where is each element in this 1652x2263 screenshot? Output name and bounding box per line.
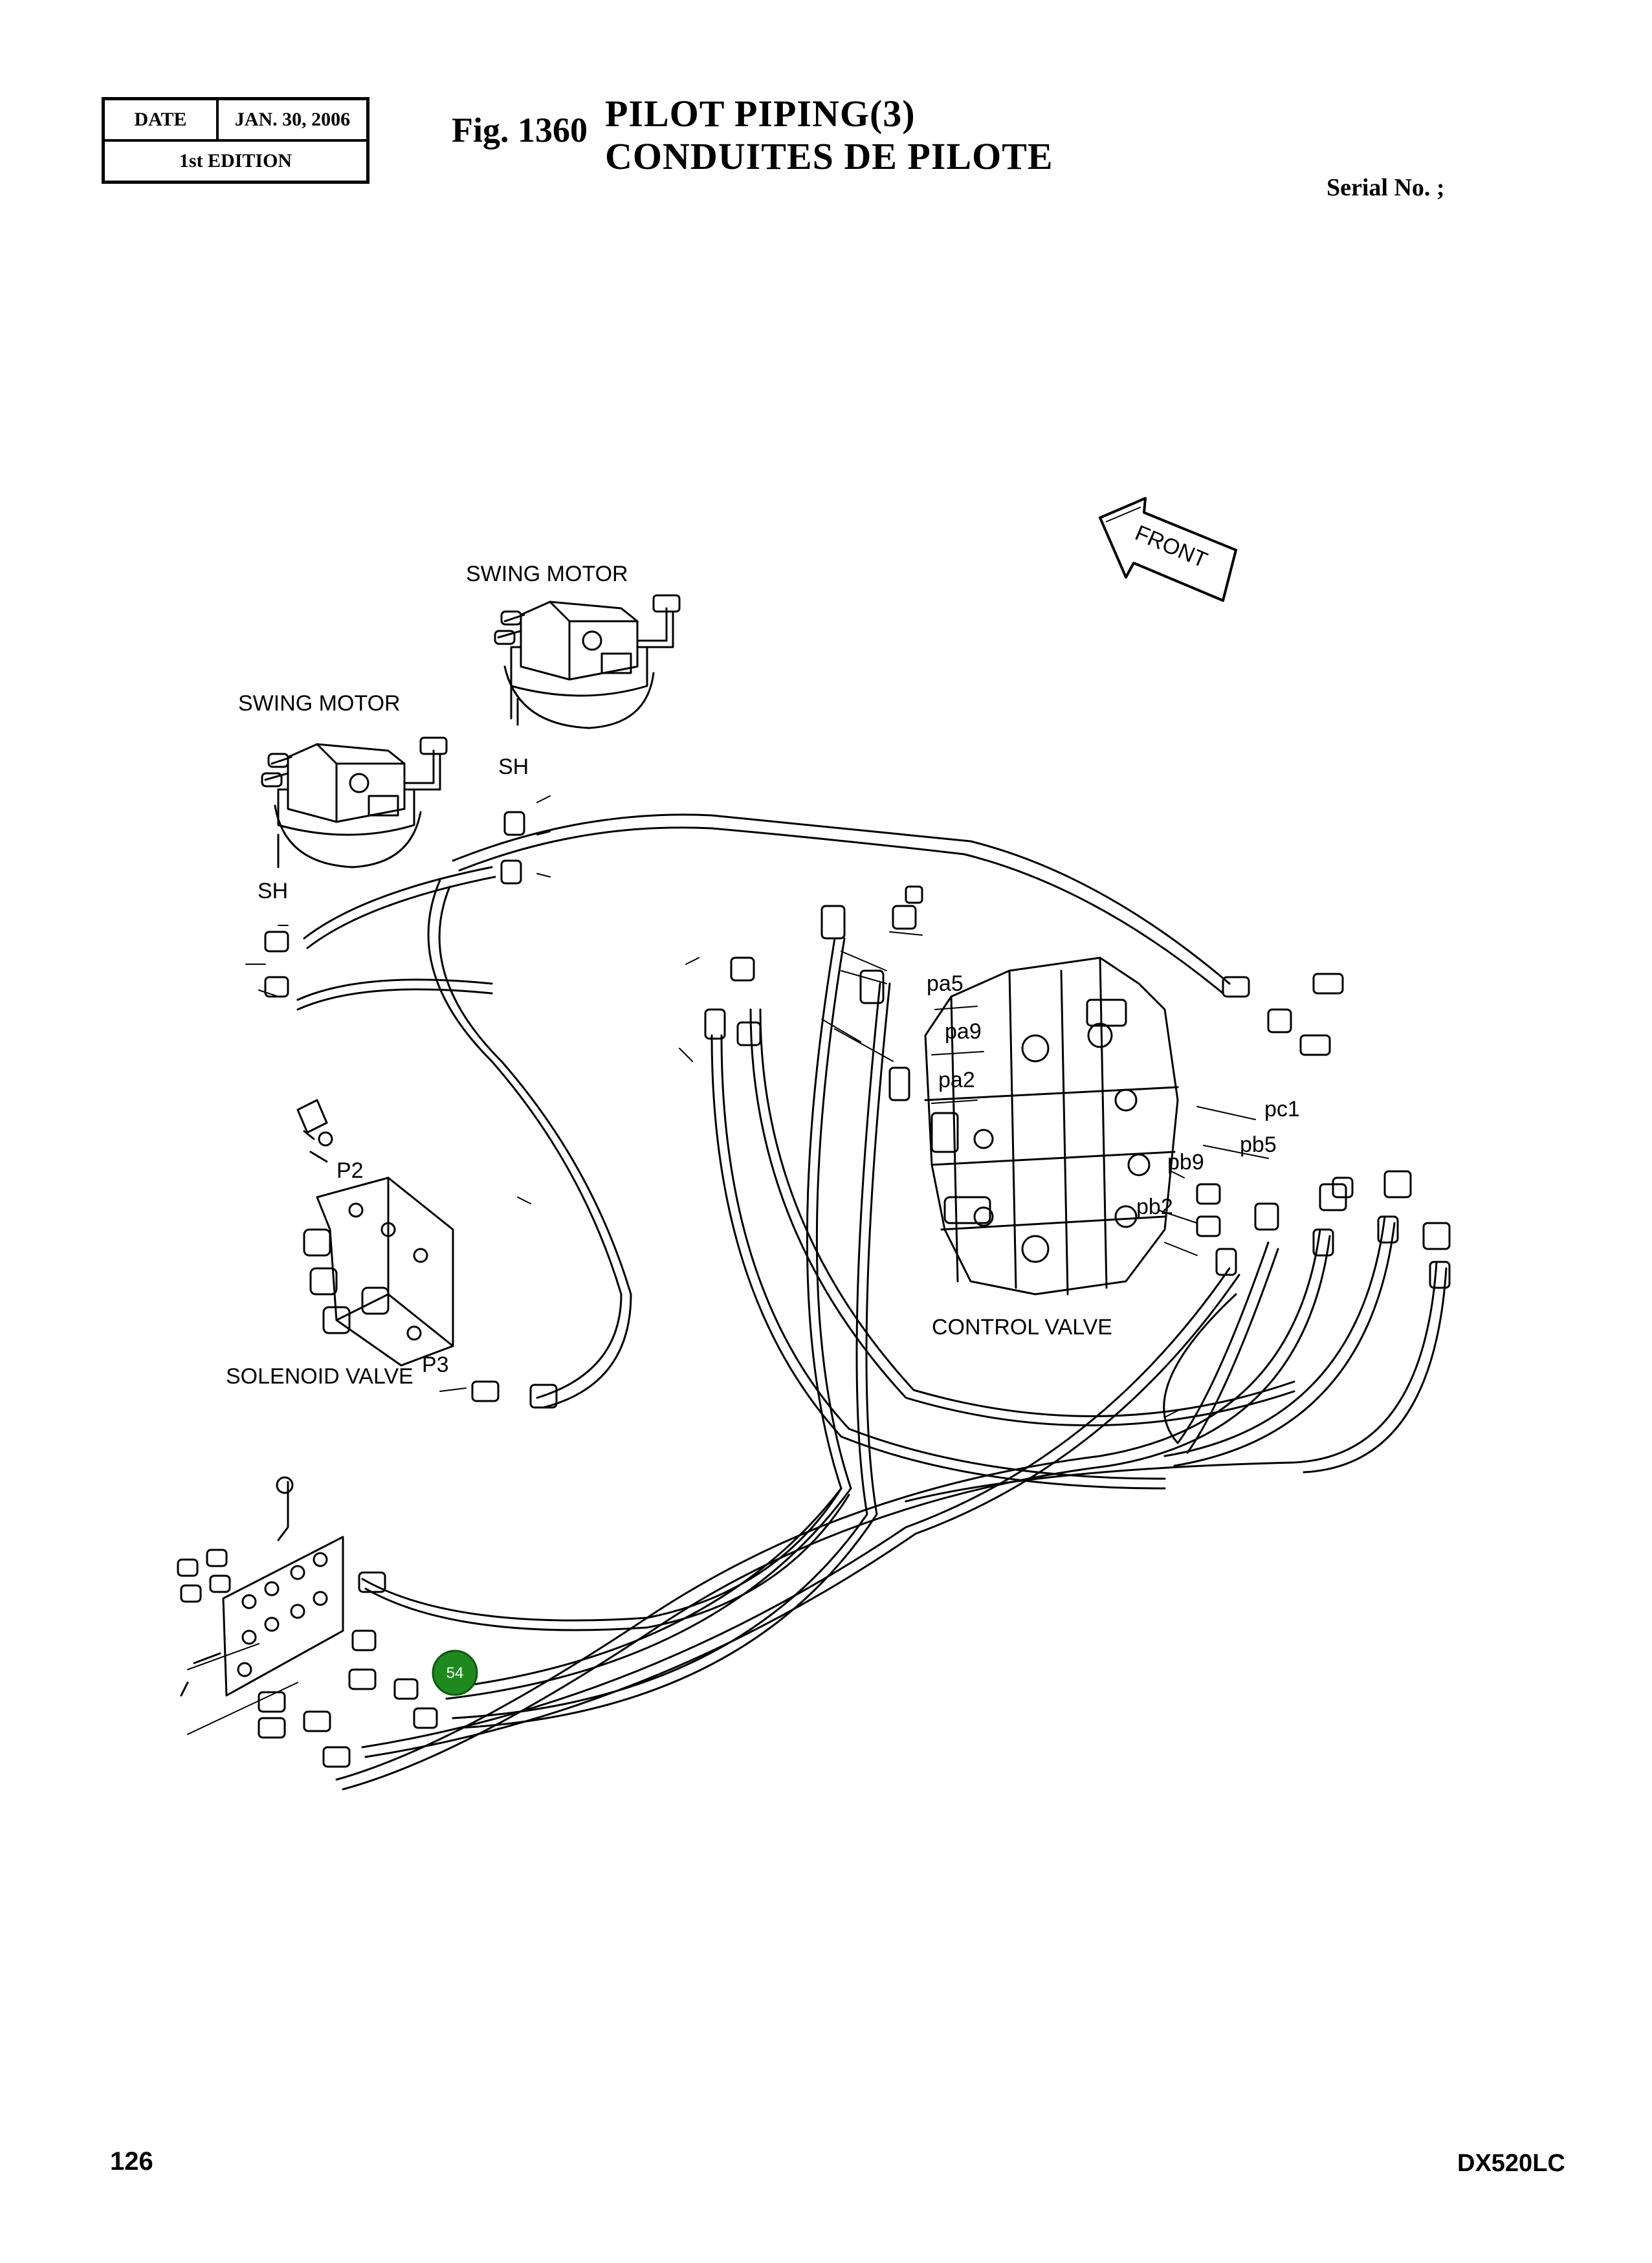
port-pa9-label: pa9	[945, 1019, 982, 1044]
callout-54-label: 54	[446, 1664, 464, 1682]
model-code: DX520LC	[1457, 2150, 1565, 2177]
page-number: 126	[110, 2147, 153, 2176]
swing-motor-top-label: SWING MOTOR	[466, 562, 628, 586]
sh-left-label: SH	[258, 879, 288, 903]
figure-title-french: CONDUITES DE PILOTE	[605, 135, 1053, 177]
edition-label: 1st EDITION	[179, 150, 292, 171]
port-pb5-label: pb5	[1240, 1132, 1277, 1157]
solenoid-valve-body	[303, 1176, 454, 1367]
swing-motor-left	[261, 736, 448, 868]
port-pb2-label: pb2	[1136, 1195, 1173, 1219]
port-pc1-label: pc1	[1264, 1097, 1300, 1121]
date-label: DATE	[105, 100, 219, 139]
swing-motor-top	[494, 594, 681, 729]
edition-header-box: DATE JAN. 30, 2006 1st EDITION	[102, 97, 369, 184]
hose-fittings	[258, 811, 1451, 1768]
control-valve-label: CONTROL VALVE	[932, 1315, 1112, 1340]
port-p2-label: P2	[336, 1158, 364, 1183]
swing-motor-left-label: SWING MOTOR	[238, 691, 401, 716]
leader-lines	[187, 795, 1269, 1735]
part-callout-54[interactable]: 54	[432, 1650, 478, 1696]
port-pa2-label: pa2	[938, 1068, 975, 1092]
control-valve-body	[924, 956, 1179, 1296]
serial-number: Serial No. ;	[1327, 174, 1445, 201]
port-pa5-label: pa5	[927, 971, 964, 996]
date-row: DATE JAN. 30, 2006	[105, 100, 366, 142]
figure-number: Fig. 1360	[452, 111, 588, 149]
solenoid-valve-label: SOLENOID VALVE	[226, 1364, 413, 1389]
p2-fitting	[296, 1099, 333, 1163]
date-value: JAN. 30, 2006	[234, 109, 351, 130]
figure-title-english: PILOT PIPING(3)	[605, 93, 916, 135]
hose-bracket-plate	[177, 1476, 344, 1697]
port-pb9-label: pb9	[1167, 1150, 1204, 1175]
pilot-hoses	[296, 813, 1448, 1791]
front-arrow: FRONT	[1099, 497, 1237, 602]
port-p3-label: P3	[422, 1352, 449, 1377]
sh-top-label: SH	[498, 755, 529, 779]
